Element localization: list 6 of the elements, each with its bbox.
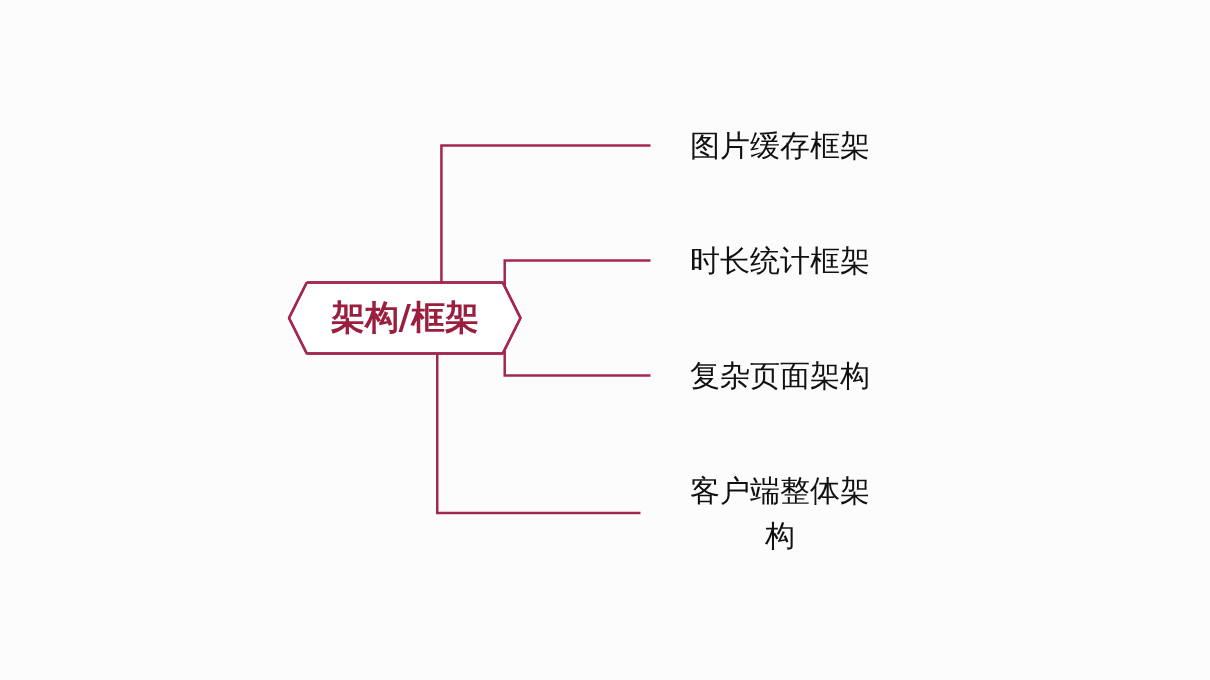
connector	[503, 350, 651, 377]
node-text: 图片缓存框架	[690, 127, 871, 163]
node-text: 复杂页面架构	[690, 357, 871, 393]
node-text: 时长统计框架	[690, 242, 871, 278]
node-text: 客户端整体架构	[690, 472, 871, 553]
connector	[436, 353, 641, 514]
